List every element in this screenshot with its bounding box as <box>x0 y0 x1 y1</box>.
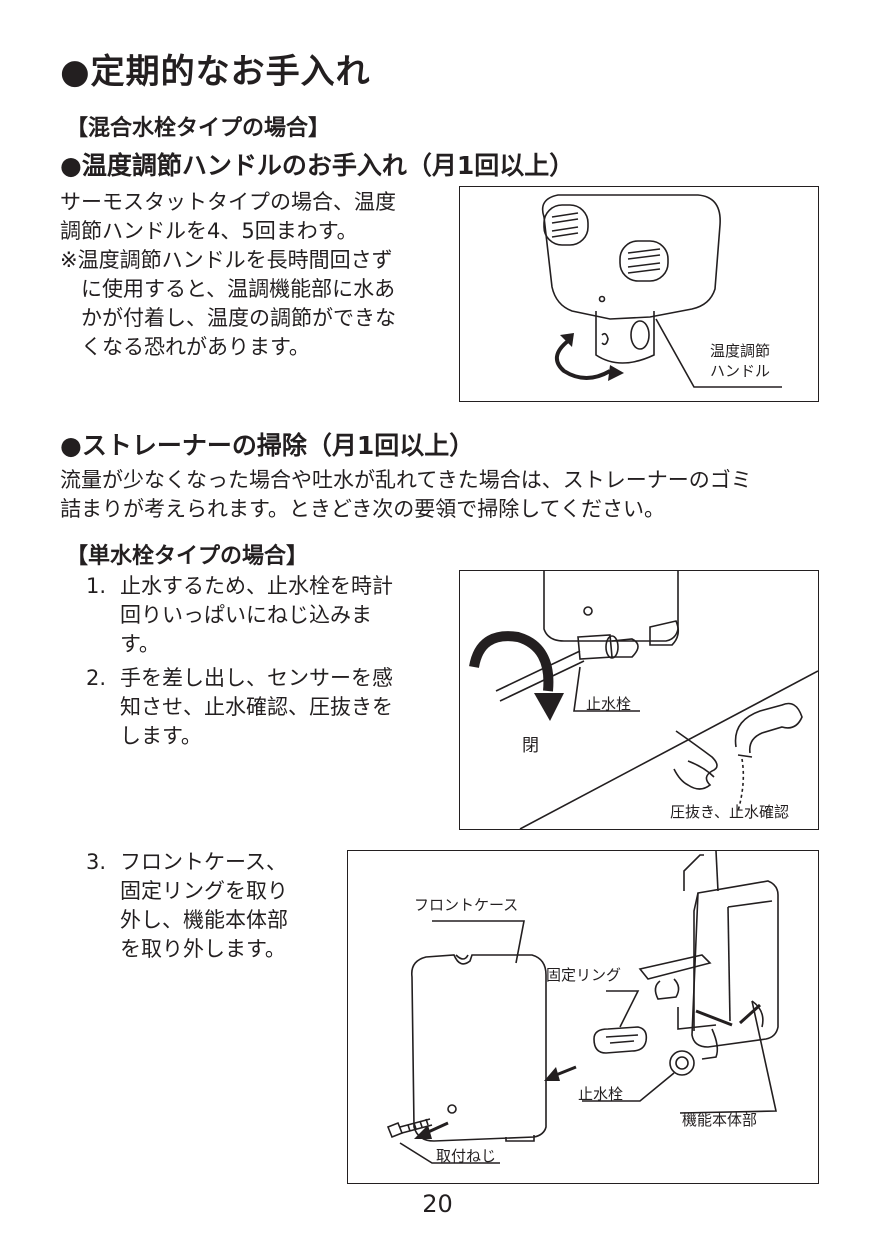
text-line: 知させ、止水確認、圧抜きを <box>120 695 393 719</box>
text-line: す。 <box>120 632 160 656</box>
step-3-text: フロントケース、 固定リングを取り 外し、機能本体部 を取り外します。 <box>120 848 288 964</box>
text-line: かが付着し、温度の調節ができな <box>60 306 396 330</box>
text-line: 外し、機能本体部 <box>120 908 288 932</box>
temp-handle-label: ハンドル <box>710 362 771 380</box>
text-line: 固定リングを取り <box>120 879 288 903</box>
close-label: 閉 <box>522 736 539 756</box>
text-line: します。 <box>120 724 202 748</box>
text-line: 回りいっぱいにねじ込みま <box>120 603 372 627</box>
stop-valve-figure: 止水栓 閉 圧抜き、止水確認 <box>459 570 819 830</box>
strainer-intro: 流量が少なくなった場合や吐水が乱れてきた場合は、ストレーナーのゴミ 詰まりが考え… <box>60 466 752 524</box>
temp-handle-text: サーモスタットタイプの場合、温度 調節ハンドルを4、5回まわす。 ※温度調節ハン… <box>60 188 396 362</box>
faucet-illustration <box>541 194 782 388</box>
strainer-heading: ●ストレーナーの掃除（月1回以上） <box>60 431 475 460</box>
text-line: サーモスタットタイプの場合、温度 <box>60 190 396 214</box>
text-line: 止水するため、止水栓を時計 <box>120 574 393 598</box>
temp-handle-heading: ●温度調節ハンドルのお手入れ（月1回以上） <box>60 151 575 180</box>
text-line: 調節ハンドルを4、5回まわす。 <box>60 219 358 243</box>
page-title: ●定期的なお手入れ <box>60 52 371 92</box>
text-line: 手を差し出し、センサーを感 <box>120 666 393 690</box>
disassembly-figure: フロントケース 固定リング 止水栓 機能本体部 取付ねじ <box>347 850 819 1184</box>
step-number: 1. <box>86 574 107 598</box>
mounting-screw-label: 取付ねじ <box>436 1147 497 1165</box>
step-number: 2. <box>86 666 107 690</box>
step-number: 3. <box>86 850 107 874</box>
stop-valve-label: 止水栓 <box>578 1085 624 1103</box>
stop-valve-illustration <box>469 571 818 829</box>
text-line: ※温度調節ハンドルを長時間回さず <box>60 248 393 272</box>
page-number: 20 <box>422 1190 453 1218</box>
text-line: 流量が少なくなった場合や吐水が乱れてきた場合は、ストレーナーのゴミ <box>60 468 752 492</box>
temp-handle-label: 温度調節 <box>710 342 771 360</box>
single-type-heading: 【単水栓タイプの場合】 <box>66 544 309 569</box>
step-2-text: 手を差し出し、センサーを感 知させ、止水確認、圧抜きを します。 <box>120 664 393 751</box>
mixed-type-heading: 【混合水栓タイプの場合】 <box>66 116 331 141</box>
temp-handle-figure: 温度調節 ハンドル <box>459 186 819 402</box>
stop-valve-label: 止水栓 <box>586 695 632 713</box>
text-line: くなる恐れがあります。 <box>60 335 310 359</box>
pressure-release-label: 圧抜き、止水確認 <box>670 803 789 821</box>
text-line: を取り外します。 <box>120 937 286 961</box>
text-line: フロントケース、 <box>120 850 287 874</box>
disassembly-illustration <box>386 851 779 1164</box>
front-case-label: フロントケース <box>414 896 519 914</box>
fixing-ring-label: 固定リング <box>546 966 622 984</box>
text-line: に使用すると、温調機能部に水あ <box>60 277 396 301</box>
text-line: 詰まりが考えられます。ときどき次の要領で掃除してください。 <box>60 497 666 521</box>
step-1-text: 止水するため、止水栓を時計 回りいっぱいにねじ込みま す。 <box>120 572 393 659</box>
function-body-label: 機能本体部 <box>682 1111 758 1129</box>
